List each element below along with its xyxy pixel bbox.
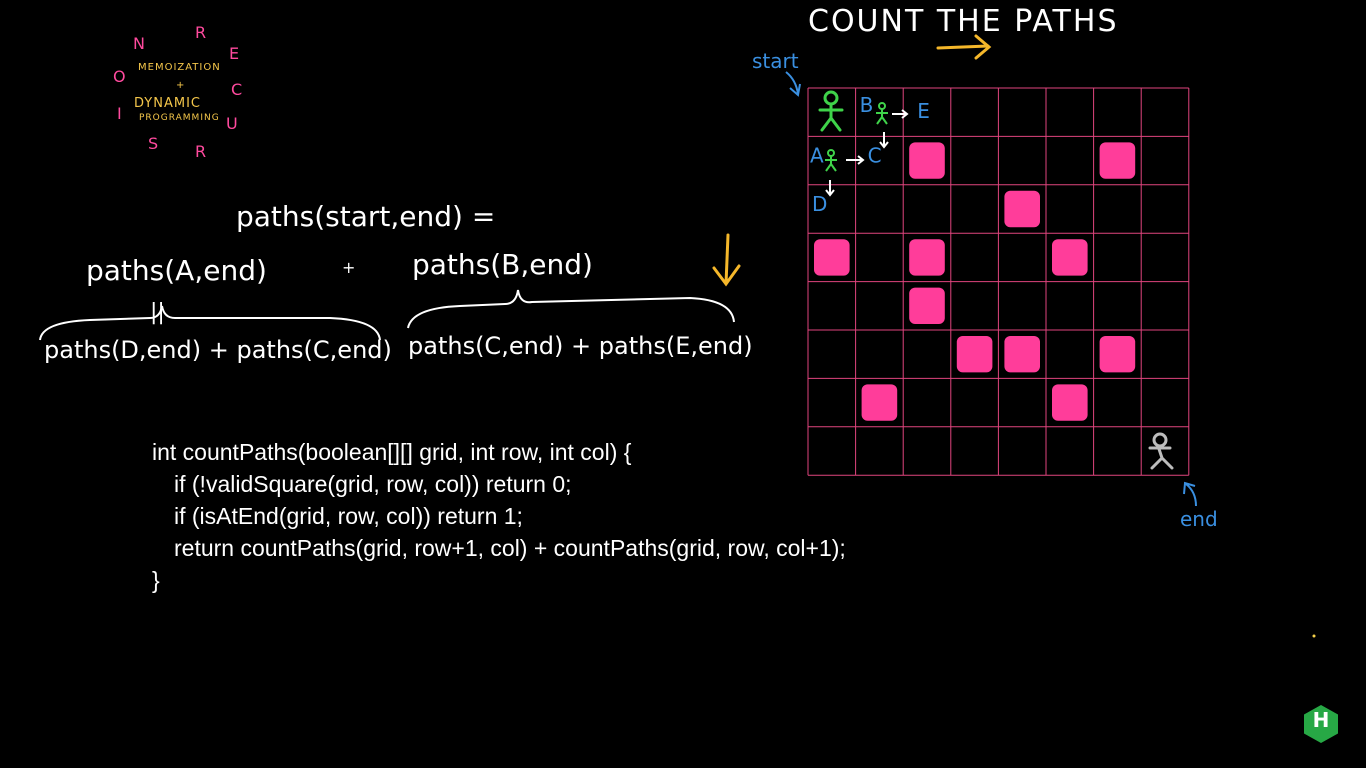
blocked-cell <box>1052 239 1088 276</box>
code-line: if (!validSquare(grid, row, col)) return… <box>174 471 572 497</box>
grid-cell-label: E <box>917 99 930 123</box>
blocked-cell <box>814 239 850 276</box>
grid-cell-label: A <box>810 143 824 167</box>
code-line: int countPaths(boolean[][] grid, int row… <box>152 439 632 465</box>
blocked-cell <box>909 142 945 179</box>
blocked-cell <box>1099 336 1136 373</box>
code-block: int countPaths(boolean[][] grid, int row… <box>152 436 846 596</box>
badge-letter: H <box>1312 708 1330 732</box>
logo-letter: R <box>195 23 207 42</box>
brace-right <box>407 289 735 329</box>
grid-cell-label: C <box>868 143 882 167</box>
equation-left: paths(A,end) <box>86 254 267 287</box>
code-line: if (isAtEnd(grid, row, col)) return 1; <box>174 503 523 529</box>
blocked-cell <box>1052 384 1088 421</box>
page-title: COUNT THE PATHS <box>808 4 1119 39</box>
grid-cell-label: D <box>812 192 827 216</box>
logo-letter: O <box>113 67 126 86</box>
start-figure-icon <box>818 90 844 132</box>
stray-dot <box>1312 634 1316 638</box>
blocked-cell <box>1004 336 1040 373</box>
move-arrow-icon <box>892 109 909 119</box>
move-arrow-icon <box>825 180 835 197</box>
start-label: start <box>752 49 799 73</box>
logo-letter: U <box>226 114 238 133</box>
down-arrow-icon <box>712 233 741 287</box>
end-figure-icon <box>1148 432 1174 470</box>
logo-letter: C <box>231 80 243 99</box>
blocked-cell <box>956 336 993 373</box>
equation-right: paths(B,end) <box>412 248 593 281</box>
logo-memoization: MEMOIZATION <box>138 62 221 73</box>
end-arrow-icon <box>1183 481 1197 507</box>
logo-dynamic: DYNAMIC <box>134 96 201 111</box>
blocked-cell <box>1004 190 1040 228</box>
small-figure-icon <box>876 102 888 125</box>
logo-plus: + <box>176 80 186 91</box>
blocked-cell <box>909 239 945 276</box>
blocked-cell <box>861 384 898 421</box>
logo-programming: PROGRAMMING <box>139 113 220 123</box>
logo-letter: R <box>195 142 207 161</box>
small-figure-icon <box>825 149 837 172</box>
logo-letter: I <box>117 104 122 123</box>
equation-right-expand: paths(C,end) + paths(E,end) <box>408 332 753 360</box>
start-arrow-icon <box>785 71 801 97</box>
equation-top: paths(start,end) = <box>236 200 496 233</box>
move-arrow-icon <box>846 155 865 165</box>
hexagon-logo-icon <box>1304 705 1338 743</box>
blocked-cell <box>1099 142 1136 179</box>
logo-letter: N <box>133 34 145 53</box>
code-line: return countPaths(grid, row+1, col) + co… <box>174 535 846 561</box>
logo-letter: S <box>148 134 159 153</box>
equation-left-expand: paths(D,end) + paths(C,end) <box>44 336 392 364</box>
end-label: end <box>1180 507 1218 531</box>
right-arrow-icon <box>936 34 992 60</box>
grid-cell-label: B <box>860 93 874 117</box>
brace-left <box>39 305 381 341</box>
equation-plus: + <box>342 258 356 277</box>
move-arrow-icon <box>879 132 889 149</box>
code-line: } <box>152 567 160 593</box>
blocked-cell <box>909 287 945 324</box>
grid-board: A B C D E <box>807 87 1190 476</box>
logo-letter: E <box>229 44 240 63</box>
